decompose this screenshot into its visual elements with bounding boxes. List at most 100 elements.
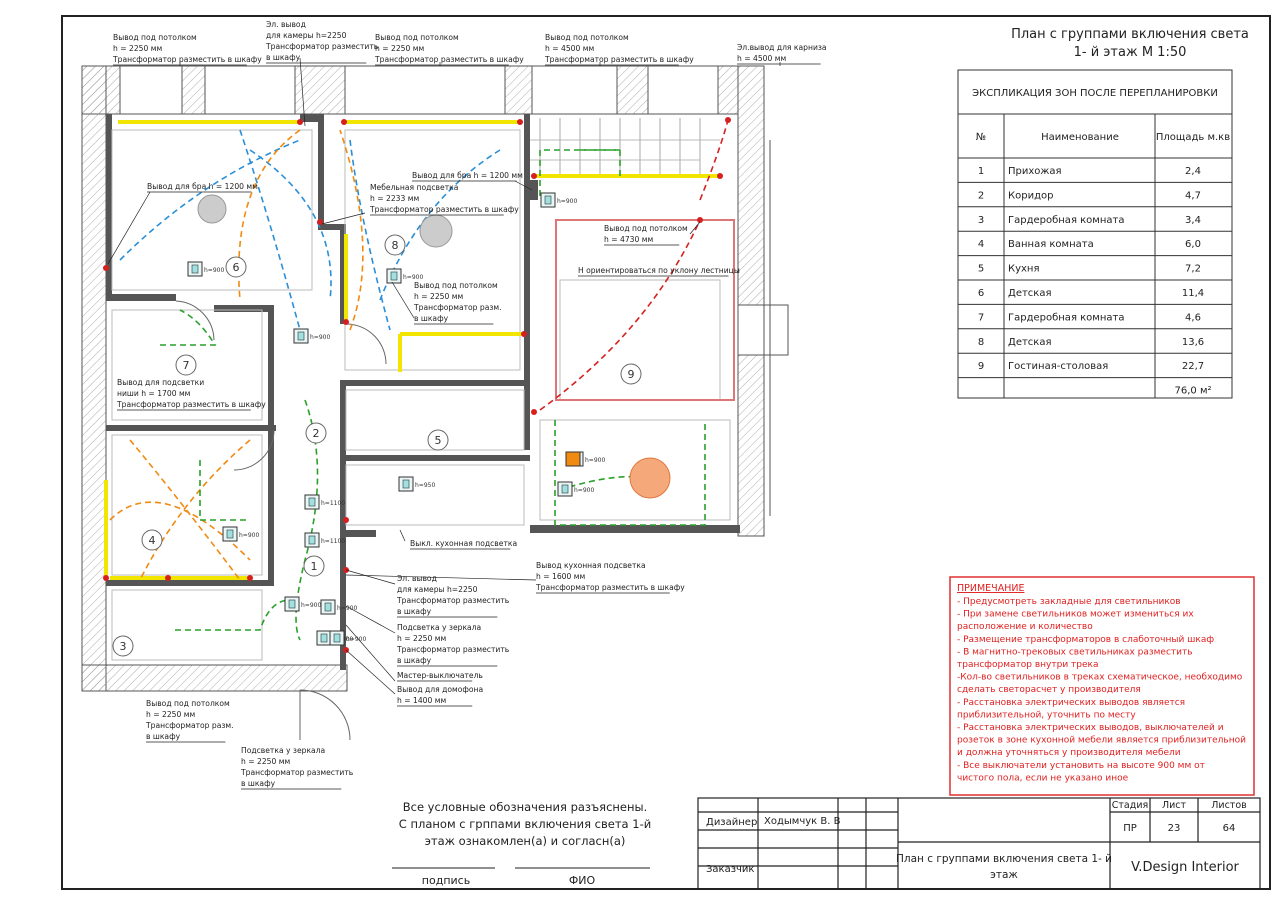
explication-caption: ЭКСПЛИКАЦИЯ ЗОН ПОСЛЕ ПЕРЕПЛАНИРОВКИ [972, 88, 1218, 99]
explication-row-num: 3 [978, 215, 984, 226]
annotation-text: Вывод кухонная подсветка [536, 561, 646, 570]
room-number: 2 [313, 427, 320, 440]
explication-row-name: Детская [1008, 288, 1051, 299]
annotation-text: Трансформатор разместить в шкафу [112, 55, 262, 64]
explication-row-num: 2 [978, 190, 984, 201]
annotation-text: Эл. вывод [397, 574, 437, 583]
drawing-name-line1: План с группами включения света 1- й [896, 853, 1112, 865]
switch-key-icon [324, 602, 332, 612]
company-name: V.Design Interior [1131, 860, 1239, 875]
approval-line: Все условные обозначения разъяснены. [403, 800, 648, 814]
drawing-name-line2: этаж [990, 869, 1018, 881]
notes-title: ПРИМЕЧАНИЕ [957, 583, 1024, 594]
explication-row-area: 3,4 [1185, 215, 1201, 226]
note-line: - Расстановка электрических выводов, вык… [957, 723, 1224, 733]
room-number: 5 [435, 434, 442, 447]
note-line: - Размещение трансформаторов в слаботочн… [957, 635, 1214, 645]
room-number-circle [175, 354, 197, 376]
designer-label: Дизайнер [706, 817, 757, 828]
dimmer-switch-icon [565, 451, 581, 467]
annotation-text: h = 1400 мм [397, 696, 446, 705]
stage-label: Стадия [1112, 800, 1148, 811]
switch-key-icon [297, 331, 305, 341]
annotation-text: Мебельная подсветка [370, 183, 458, 192]
switch-height-label: h=900 [301, 602, 321, 609]
explication-row-area: 4,6 [1185, 312, 1201, 323]
annotation-text: Подсветка у зеркала [397, 623, 481, 632]
switch-height-label: h=900 [239, 532, 259, 539]
explication-row-area: 4,7 [1185, 190, 1201, 201]
annotation-text: в шкафу [397, 607, 432, 616]
designer-name: Ходымчук В. В [764, 816, 841, 827]
annotation-text: Вывод под потолком [113, 33, 197, 42]
switch-height-label: h=1100 [321, 538, 345, 545]
title-block [697, 797, 1261, 890]
plan-walls [81, 65, 789, 741]
sheets-value: 64 [1223, 823, 1236, 834]
annotation-text: h = 2250 мм [241, 757, 290, 766]
room-number-circle [303, 555, 325, 577]
note-line: - Предусмотреть закладные для светильник… [957, 597, 1181, 607]
note-line: приблизительной, уточнить по месту [957, 710, 1136, 720]
sheets-label: Листов [1211, 800, 1247, 811]
switches: h=900h=900h=900h=900h=950h=1100h=1100h=9… [187, 192, 605, 646]
room-number-circle [225, 256, 247, 278]
annotation-text: Вывод для подсветки [117, 378, 204, 387]
annotation-text: Подсветка у зеркала [241, 746, 325, 755]
annotation-text: Вывод для бра h = 1200 мм [412, 171, 523, 180]
ceiling-lights [197, 194, 671, 499]
annotation-text: Вывод для бра h = 1200 мм [147, 182, 258, 191]
annotation-text: Вывод для домофона [397, 685, 483, 694]
annotation-text: Вывод под потолком [375, 33, 459, 42]
annotation-text: Мастер-выключатель [397, 671, 483, 680]
annotation-text: Трансформатор разместить [396, 645, 510, 654]
annotation-text: Трансформатор разместить [240, 768, 354, 777]
room-number: 3 [120, 640, 127, 653]
explication-row-name: Коридор [1008, 190, 1053, 201]
annotation-text: h = 4730 мм [604, 235, 653, 244]
explication-row-num: 1 [978, 166, 984, 177]
annotation-text: Трансформатор разместить в шкафу [116, 400, 266, 409]
explication-row-num: 7 [978, 312, 984, 323]
explication-row-name: Гардеробная комната [1008, 312, 1124, 323]
switch-key-icon [544, 195, 552, 205]
note-line: сделать светорасчет у производителя [957, 685, 1141, 695]
annotation-text: в шкафу [266, 53, 301, 62]
annotation-text: Трансформатор разместить в шкафу [369, 205, 519, 214]
sheet-value: 23 [1168, 823, 1181, 834]
switch-height-label: h=900 [310, 334, 330, 341]
explication-row-area: 13,6 [1182, 337, 1204, 348]
note-line: - При замене светильников может изменить… [957, 610, 1194, 620]
explication-row-num: 4 [978, 239, 984, 250]
room-number: 1 [311, 560, 318, 573]
annotation-text: h = 4500 мм [737, 54, 786, 63]
annotation-text: Эл.вывод для карниза [737, 43, 827, 52]
light-tracks [104, 120, 720, 580]
note-line: - Все выключатели установить на высоте 9… [957, 761, 1205, 771]
switch-height-label: h=1100 [321, 500, 345, 507]
annotation-text: h = 4500 мм [545, 44, 594, 53]
annotation-text: h = 2250 мм [113, 44, 162, 53]
room-number-circle [620, 363, 642, 385]
sheet-title-line1: План с группами включения света [1011, 27, 1249, 42]
sheet-title-line2: 1- й этаж М 1:50 [1074, 45, 1187, 60]
annotation-text: для камеры h=2250 [266, 31, 347, 40]
name-label: ФИО [569, 874, 596, 887]
customer-label: Заказчик [706, 864, 754, 875]
explication-header-area: Площадь м.кв [1156, 132, 1230, 143]
room-number: 4 [149, 534, 156, 547]
explication-row-name: Прихожая [1008, 166, 1062, 177]
explication-table [957, 69, 1233, 399]
switch-height-label: h=900 [574, 487, 594, 494]
note-line: розеток в зоне кухонной мебели является … [957, 736, 1246, 746]
room-number-circle [112, 635, 134, 657]
switch-height-label: h=900 [403, 274, 423, 281]
annotation-text: Н ориентироваться по уклону лестницы [578, 266, 740, 275]
explication-header-name: Наименование [1041, 132, 1119, 143]
room-number-circle [384, 234, 406, 256]
annotation-text: Вывод под потолком [146, 699, 230, 708]
explication-row-num: 9 [978, 361, 984, 372]
switch-key-icon [226, 529, 234, 539]
annotation-text: Трансформатор разместить [265, 42, 379, 51]
